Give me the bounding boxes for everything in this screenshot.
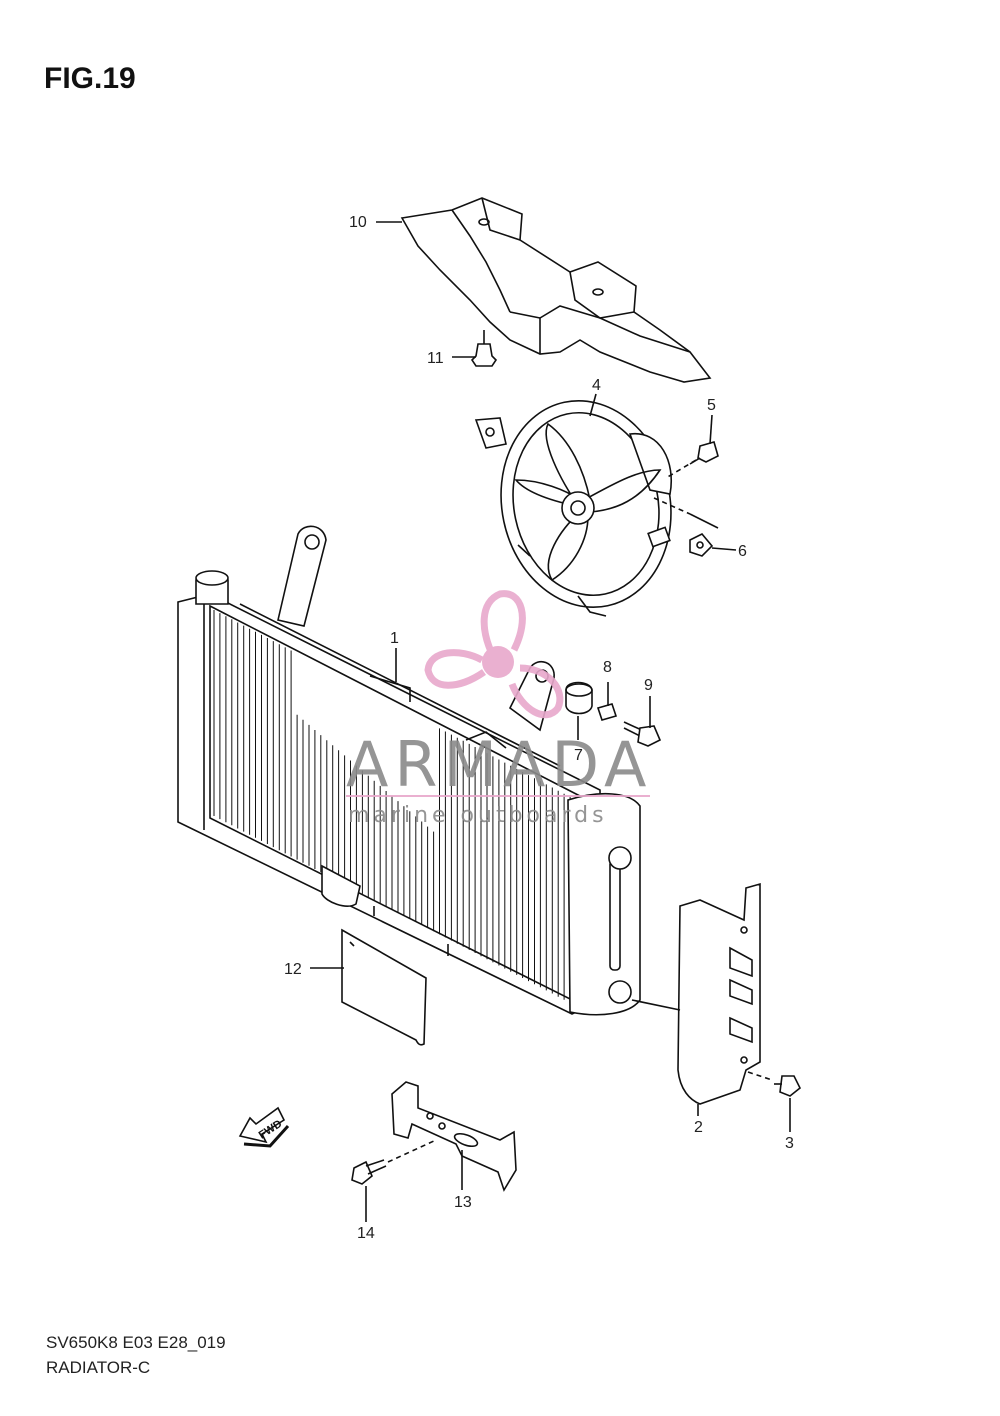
- callout-7: 7: [574, 747, 583, 764]
- propeller-logo-icon: [424, 590, 564, 719]
- part-9-bolt: [623, 696, 662, 747]
- callout-5: 5: [707, 397, 716, 414]
- callout-leaders: [310, 221, 791, 1222]
- part-14-bolt: [351, 1139, 437, 1185]
- callout-9: 9: [644, 677, 653, 694]
- part-7-grommet: [565, 681, 593, 715]
- part-12-cover-plate: [341, 928, 427, 1046]
- watermark-tagline: marine outboards: [348, 803, 608, 828]
- callout-4: 4: [592, 377, 601, 394]
- callout-13: 13: [454, 1194, 472, 1211]
- fwd-direction-arrow: FWD: [238, 1106, 290, 1148]
- radiator-core-fins: [213, 610, 577, 1006]
- callout-14: 14: [357, 1225, 375, 1242]
- part-4-cooling-fan: [474, 399, 672, 617]
- callout-10: 10: [349, 214, 367, 231]
- part-10-shroud-cover: [400, 197, 712, 383]
- figure-title: FIG.19: [44, 62, 136, 95]
- callout-3: 3: [785, 1135, 794, 1152]
- watermark-brand: ARMADA: [346, 728, 652, 801]
- callout-11: 11: [427, 350, 444, 367]
- armada-watermark: ARMADA marine outboards: [346, 590, 652, 828]
- callout-8: 8: [603, 659, 612, 676]
- diagram-code: SV650K8 E03 E28_019: [46, 1333, 226, 1352]
- callout-numbers: 1 2 3 4 5 6 7 8 9 10 11 12 13 14: [284, 214, 794, 1242]
- part-2-side-guard: [631, 882, 761, 1105]
- callout-1: 1: [390, 630, 399, 647]
- part-8-collar: [596, 682, 618, 721]
- part-11-clip: [470, 330, 498, 367]
- diagram-name: RADIATOR-C: [46, 1358, 151, 1377]
- part-5-bolt: [665, 441, 719, 479]
- callout-12: 12: [284, 961, 302, 978]
- part-13-bracket: [391, 1081, 517, 1192]
- part-6-nut: [653, 497, 719, 557]
- callout-2: 2: [694, 1119, 703, 1136]
- part-1-radiator: [177, 525, 641, 1016]
- part-3-screw: [747, 1071, 802, 1097]
- callout-6: 6: [738, 543, 747, 560]
